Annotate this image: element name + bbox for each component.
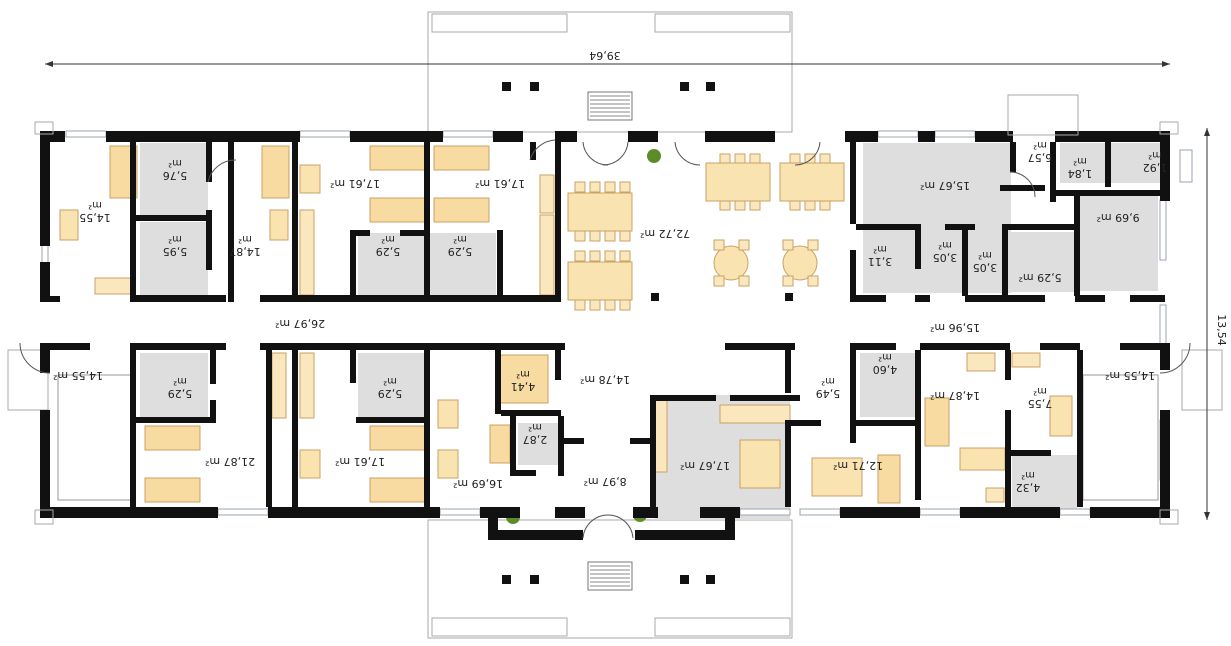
room-area-label: 3,05 [973, 261, 998, 274]
room-area-label: 4,32 [1016, 481, 1041, 494]
room-area-label: 5,29 [448, 245, 473, 258]
porch-bottom-left-window [431, 617, 568, 637]
room-area-unit: m² [1033, 385, 1047, 396]
room-area-unit: m² [1073, 155, 1087, 166]
room-area-label: 1,92 [1143, 161, 1168, 174]
room-area-label: 7,55 [1028, 397, 1053, 410]
dimension-line-width [45, 61, 1170, 67]
room-area-unit: m² [381, 233, 395, 244]
room-area-label: 5,95 [163, 245, 188, 258]
room-area-label: 8,97 m² [583, 475, 626, 488]
room-area-unit: m² [1148, 149, 1162, 160]
stairs-top [587, 91, 633, 121]
room-area-unit: m² [173, 375, 187, 386]
right-stoop-corner-bottom [1159, 509, 1179, 525]
porch-pillars [502, 82, 715, 584]
room-area-label: 9,69 m² [1096, 211, 1139, 224]
room-area-label: 6,57 [1028, 151, 1053, 164]
room-area-unit: m² [878, 351, 892, 362]
room-area-label: 4,41 [511, 380, 536, 393]
room-area-unit: m² [821, 375, 835, 386]
room-area-unit: m² [938, 239, 952, 250]
room-area-label: 17,67 m² [680, 459, 730, 472]
room-area-label: 3,11 [868, 255, 893, 268]
room-area-unit: m² [1021, 469, 1035, 480]
room-area-unit: m² [516, 368, 530, 379]
columns [651, 293, 793, 301]
room-area-label: 1,84 [1068, 167, 1093, 180]
room-area-unit: m² [873, 243, 887, 254]
room-area-label: 16,69 m² [453, 477, 503, 490]
room-area-label: 72,72 m² [640, 227, 690, 240]
right-stair-landing [1181, 349, 1223, 411]
walls [40, 131, 1170, 540]
porch-top-right-window [654, 13, 791, 33]
furniture [59, 145, 1073, 504]
room-area-unit: m² [168, 233, 182, 244]
porch-bottom-right-window [654, 617, 791, 637]
right-stoop [1007, 94, 1079, 136]
right-stairwell [1082, 374, 1159, 501]
room-area-label: 5,29 [168, 387, 193, 400]
left-stoop [34, 121, 54, 135]
depth-total-label: 13,54 [1215, 314, 1228, 346]
room-area-label: 14,55 [79, 211, 111, 224]
left-stairwell [57, 374, 134, 501]
room-area-unit: m² [1033, 139, 1047, 150]
room-area-label: 5,49 [816, 387, 841, 400]
room-area-label: 15,67 m² [920, 179, 970, 192]
room-area-label: 14,55 m² [1105, 369, 1155, 382]
room-area-label: 5,29 [378, 387, 403, 400]
room-area-label: 14,78 m² [580, 373, 630, 386]
room-area-label: 2,87 [523, 433, 548, 446]
room-area-label: 21,87 m² [205, 455, 255, 468]
room-area-label: 5,29 m² [1018, 271, 1061, 284]
room-area-label: 14,87 [229, 245, 261, 258]
stairs-bottom [587, 561, 633, 591]
room-area-label: 17,61 m² [335, 455, 385, 468]
door-swings [19, 139, 1191, 539]
room-area-label: 5,29 [376, 245, 401, 258]
stair-lines [590, 95, 630, 587]
room-area-unit: m² [528, 421, 542, 432]
left-stoop-bottom [34, 509, 54, 525]
room-area-label: 3,05 [933, 251, 958, 264]
room-area-label: 17,61 m² [330, 177, 380, 190]
bathrooms [140, 143, 1160, 520]
right-stoop-corner-top [1159, 121, 1179, 135]
room-area-label: 14,87 m² [930, 389, 980, 402]
room-area-unit: m² [453, 233, 467, 244]
room-area-unit: m² [383, 375, 397, 386]
porch-top-left-window [431, 13, 568, 33]
room-area-label: 26,97 m² [275, 317, 325, 330]
room-area-label: 5,76 [163, 169, 188, 182]
width-total-label: 39,64 [589, 49, 621, 62]
room-area-label: 12,71 m² [833, 459, 883, 472]
room-area-unit: m² [88, 199, 102, 210]
room-area-label: 17,61 m² [475, 177, 525, 190]
room-area-label: 4,60 [873, 363, 898, 376]
room-area-label: 14,55 m² [53, 369, 103, 382]
room-area-unit: m² [168, 157, 182, 168]
room-area-label: 15,96 m² [930, 321, 980, 334]
room-area-unit: m² [978, 249, 992, 260]
dimension-line-depth [1204, 128, 1210, 520]
room-area-unit: m² [238, 233, 252, 244]
